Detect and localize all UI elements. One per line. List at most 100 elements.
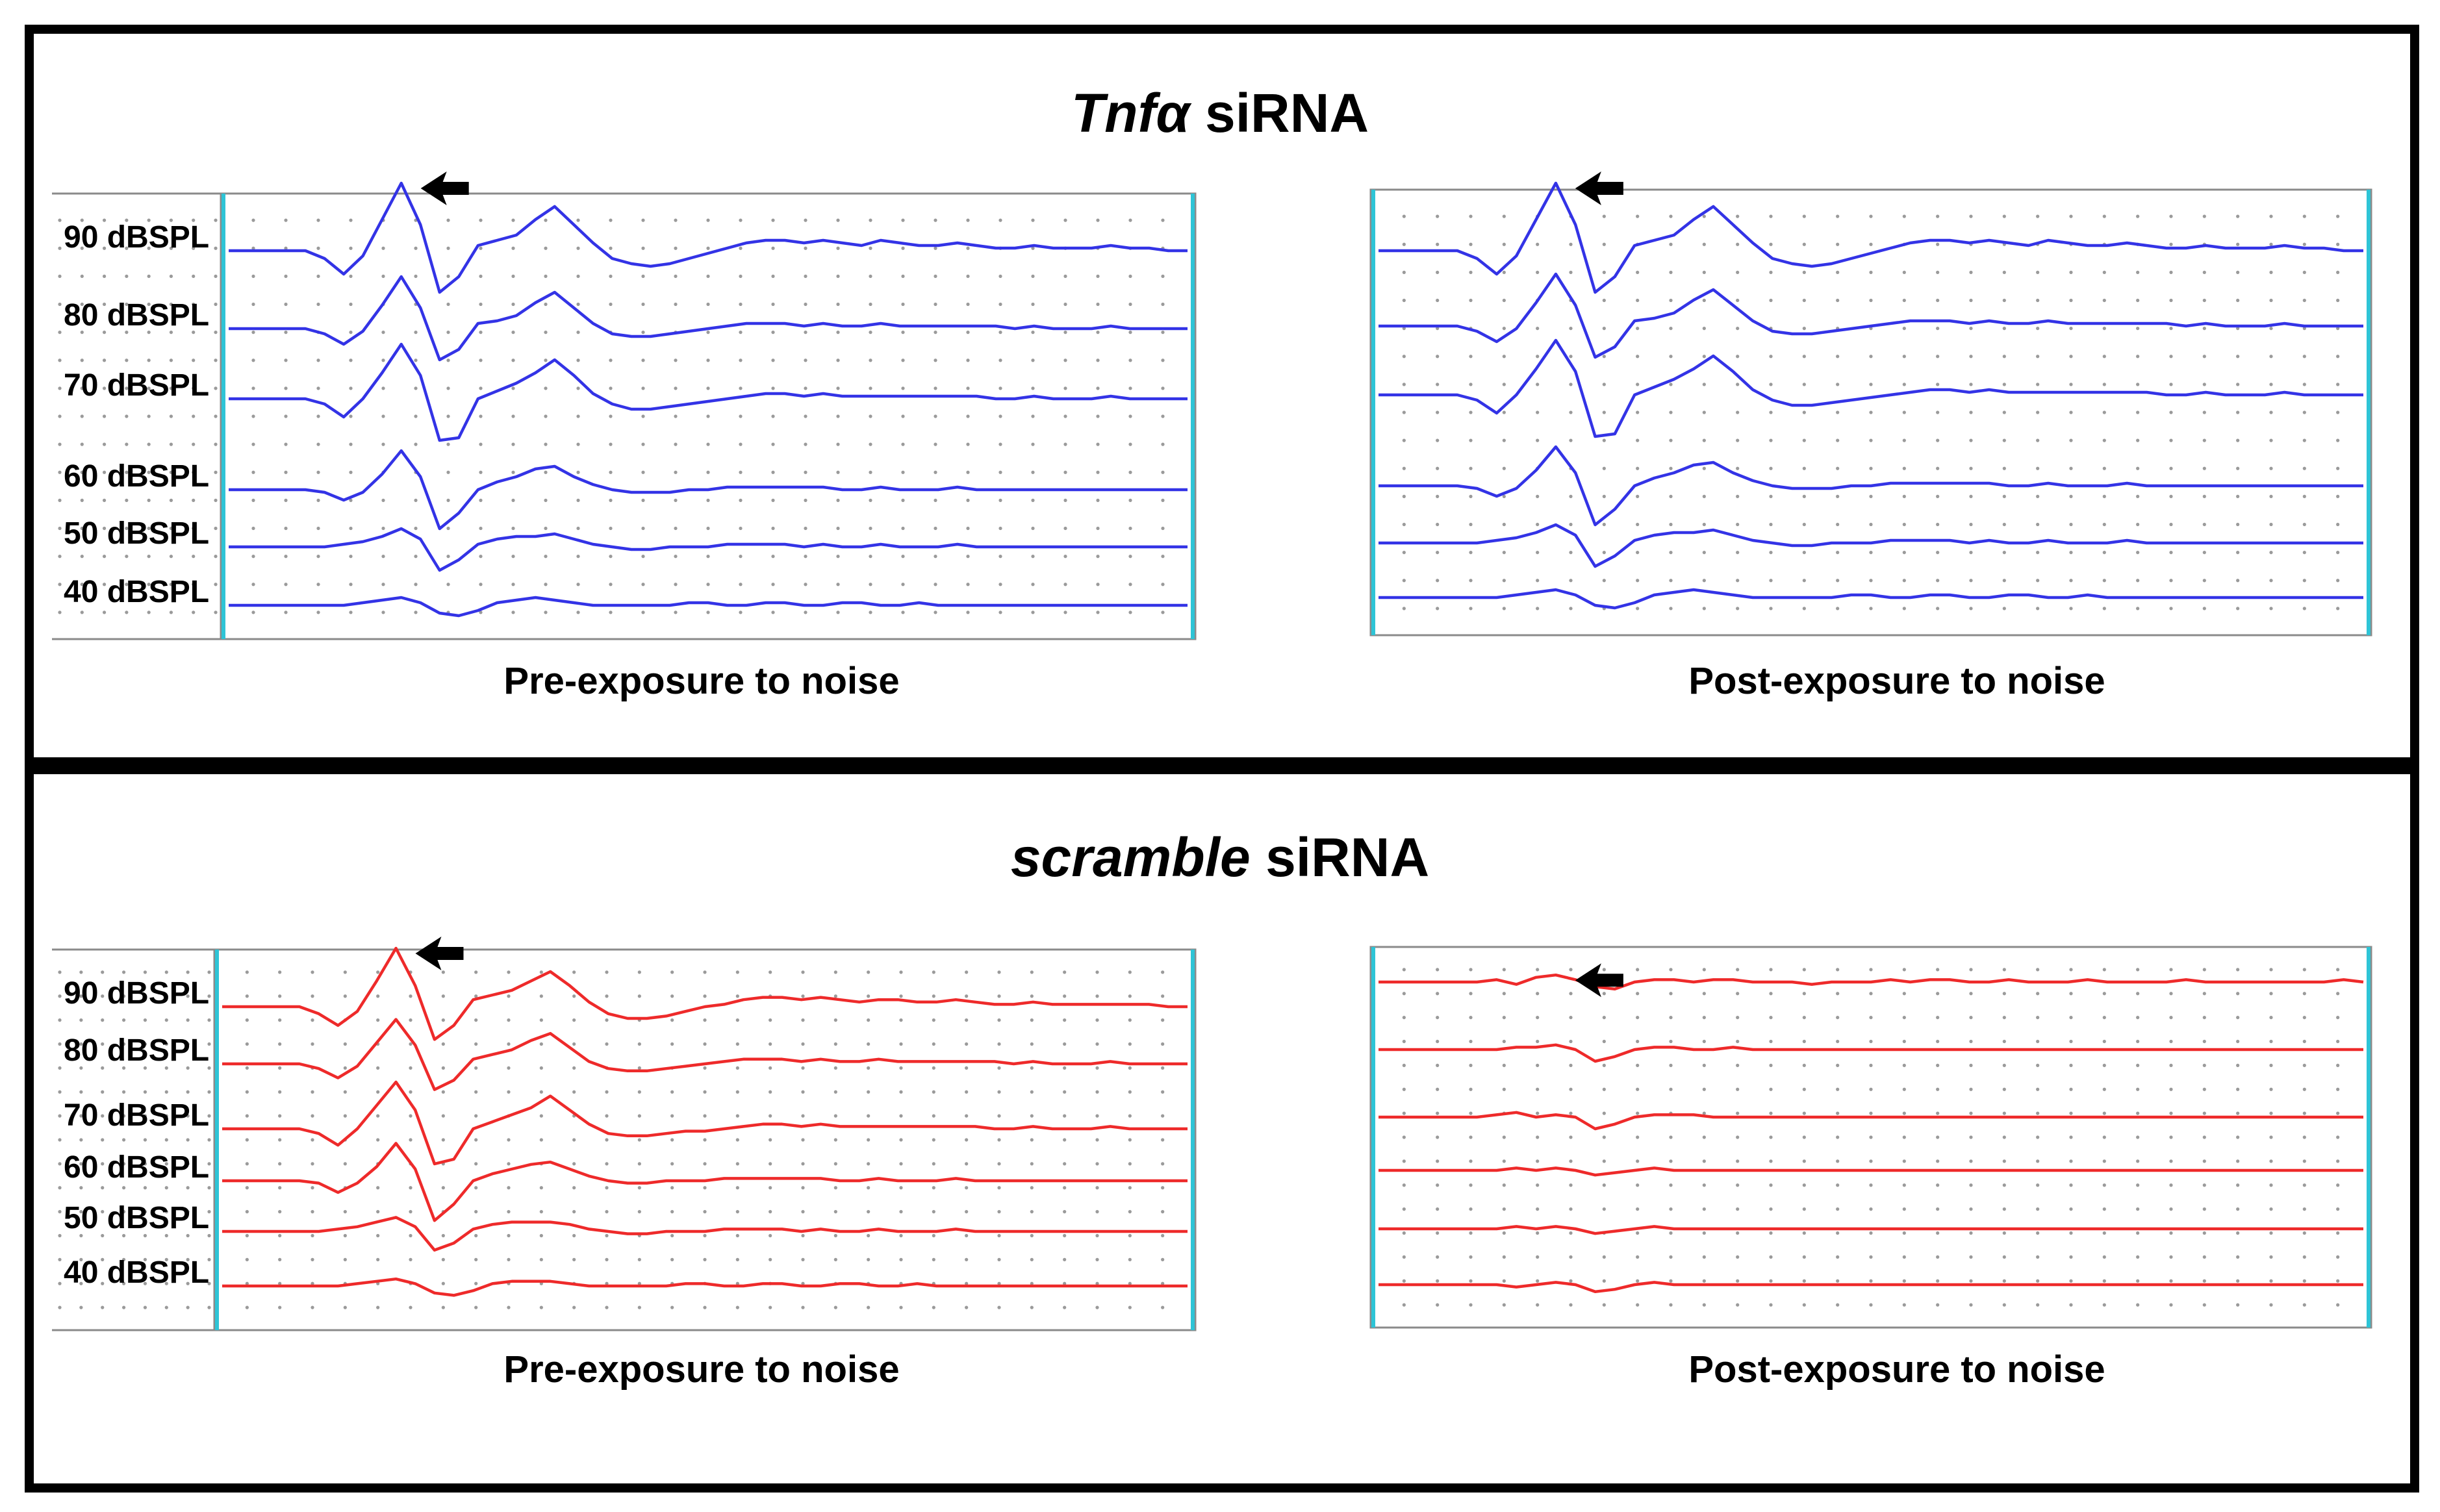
grid-dot: [2036, 1087, 2040, 1091]
grid-dot: [1502, 466, 1506, 470]
grid-dot: [771, 274, 775, 278]
grid-dot: [245, 1257, 249, 1261]
grid-dot: [79, 1305, 83, 1309]
grid-dot: [1936, 1183, 1940, 1187]
grid-dot: [169, 386, 173, 390]
grid-dot: [1502, 1087, 1506, 1091]
grid-dot: [1502, 1016, 1506, 1020]
grid-dot: [1096, 555, 1100, 559]
grid-dot: [1669, 410, 1673, 414]
grid-dot: [125, 218, 129, 222]
grid-dot: [1669, 1039, 1673, 1044]
grid-dot: [1802, 494, 1806, 498]
grid-dot: [1636, 1063, 1640, 1067]
grid-dot: [446, 331, 450, 334]
grid-dot: [2336, 466, 2340, 470]
grid-dot: [2002, 494, 2006, 498]
grid-dot: [2336, 270, 2340, 274]
grid-dot: [80, 611, 84, 614]
grid-dot: [207, 1257, 211, 1261]
grid-dot: [1569, 1063, 1573, 1067]
grid-dot: [79, 994, 83, 998]
grid-dot: [1836, 1255, 1840, 1259]
grid-dot: [2102, 1135, 2106, 1139]
grid-dot: [1469, 298, 1473, 303]
grid-dot: [1602, 1135, 1606, 1139]
grid-dot: [1502, 1303, 1506, 1307]
grid-dot: [1969, 551, 1973, 555]
grid-dot: [1436, 242, 1440, 246]
grid-dot: [143, 994, 147, 998]
grid-dot: [867, 1162, 871, 1166]
grid-dot: [511, 218, 515, 222]
grid-dot: [997, 994, 1001, 998]
grid-dot: [2169, 298, 2173, 303]
grid-dot: [2302, 1279, 2306, 1283]
grid-dot: [278, 1114, 282, 1118]
grid-dot: [2302, 438, 2306, 442]
grid-dot: [1161, 1210, 1165, 1214]
grid-dot: [2169, 992, 2173, 996]
grid-dot: [1802, 1231, 1806, 1235]
grid-dot: [771, 611, 775, 614]
grid-dot: [1161, 1305, 1165, 1309]
grid-dot: [192, 359, 196, 362]
grid-dot: [1769, 1255, 1773, 1259]
grid-dot: [1869, 1207, 1873, 1211]
grid-dot: [316, 583, 320, 586]
grid-dot: [1536, 1207, 1540, 1211]
grid-dot: [965, 1138, 969, 1142]
grid-dot: [343, 1233, 347, 1238]
grid-dot: [674, 442, 678, 446]
grid-dot: [1602, 551, 1606, 555]
grid-dot: [2002, 1303, 2006, 1307]
grid-dot: [1436, 327, 1440, 331]
grid-dot: [102, 442, 107, 446]
grid-dot: [2302, 968, 2306, 972]
grid-dot: [1161, 442, 1165, 446]
grid-dot: [641, 526, 645, 531]
grid-dot: [1802, 968, 1806, 972]
grid-dot: [441, 1233, 445, 1238]
grid-dot: [58, 1114, 62, 1118]
grid-dot: [511, 611, 515, 614]
grid-dot: [1436, 214, 1440, 218]
grid-dot: [102, 555, 107, 559]
grid-dot: [2302, 298, 2306, 303]
grid-dot: [934, 470, 937, 474]
grid-dot: [1736, 438, 1740, 442]
grid-dot: [192, 331, 196, 334]
caption-tnfa-post: Post-exposure to noise: [1688, 660, 2105, 702]
grid-dot: [343, 970, 347, 974]
grid-dot: [544, 274, 548, 278]
grid-dot: [376, 1018, 380, 1022]
grid-dot: [1969, 1111, 1973, 1115]
grid-dot: [539, 1138, 543, 1142]
grid-dot: [1736, 968, 1740, 972]
grid-dot: [605, 994, 609, 998]
grid-dot: [934, 414, 937, 418]
grid-dot: [1502, 968, 1506, 972]
grid-dot: [192, 555, 196, 559]
grid-dot: [2069, 1231, 2073, 1235]
grid-dot: [2136, 1207, 2140, 1211]
grid-dot: [1902, 551, 1906, 555]
grid-dot: [2002, 466, 2006, 470]
grid-dot: [2102, 494, 2106, 498]
grid-dot: [1802, 992, 1806, 996]
grid-dot: [1095, 1257, 1099, 1261]
grid-dot: [1636, 1159, 1640, 1163]
grid-dot: [869, 414, 872, 418]
grid-dot: [2169, 1135, 2173, 1139]
grid-dot: [2036, 1016, 2040, 1020]
grid-dot: [998, 470, 1002, 474]
grid-dot: [1802, 1159, 1806, 1163]
grid-dot: [1636, 579, 1640, 583]
grid-dot: [867, 1257, 871, 1261]
grid-dot: [101, 970, 105, 974]
grid-dot: [1969, 1039, 1973, 1044]
grid-dot: [1936, 1016, 1940, 1020]
grid-dot: [479, 583, 483, 586]
grid-dot: [414, 611, 418, 614]
grid-dot: [2069, 327, 2073, 331]
